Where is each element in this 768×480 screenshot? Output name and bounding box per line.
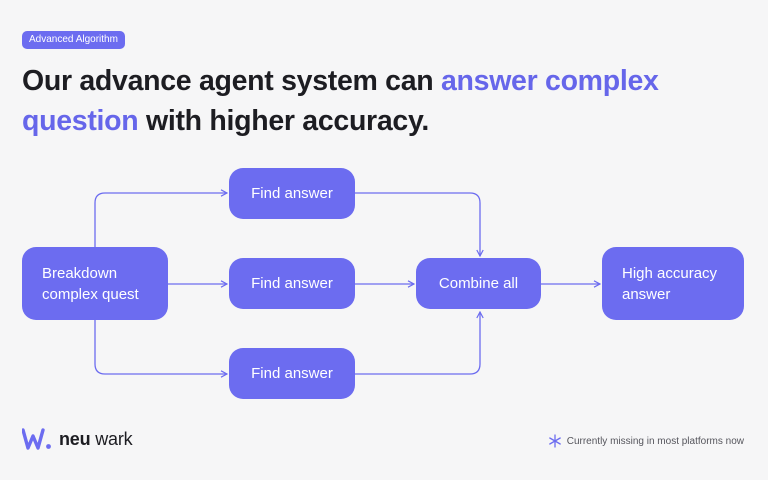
connector-find-bottom-to-combine	[355, 312, 480, 375]
connector-breakdown-to-find-top	[94, 193, 227, 247]
page-headline: Our advance agent system can answer comp…	[22, 61, 742, 141]
headline-highlight-1: answer complex	[440, 65, 659, 97]
headline-text-2: with higher accuracy.	[138, 105, 429, 137]
node-find-answer-middle-label: Find answer	[251, 275, 333, 292]
node-find-answer-bottom: Find answer	[229, 348, 355, 399]
asterisk-icon	[548, 434, 561, 448]
neuwark-logo-icon	[22, 428, 51, 450]
node-combine-all: Combine all	[416, 258, 541, 309]
footer-note: Currently missing in most platforms now	[548, 434, 744, 448]
headline-highlight-2: question	[22, 105, 139, 137]
node-find-answer-top: Find answer	[229, 168, 355, 219]
node-high-accuracy-answer: High accuracy answer	[602, 247, 744, 320]
brand-name: neu wark	[59, 428, 133, 450]
connector-breakdown-to-find-bottom	[94, 320, 227, 374]
node-breakdown-line-1: Breakdown	[42, 264, 118, 282]
node-combine-all-label: Combine all	[438, 275, 519, 292]
node-result-line-2: answer	[622, 285, 671, 303]
node-breakdown-line-2: complex quest	[42, 285, 139, 303]
brand-logo: neu wark	[22, 428, 133, 450]
brand-name-strong: neu	[59, 428, 91, 449]
node-find-answer-bottom-label: Find answer	[251, 365, 333, 382]
node-breakdown: Breakdown complex quest	[22, 247, 168, 320]
category-badge: Advanced Algorithm	[22, 31, 125, 49]
connector-find-top-to-combine	[355, 192, 480, 256]
node-find-answer-top-label: Find answer	[251, 185, 333, 202]
headline-text-1: Our advance agent system can	[22, 65, 441, 97]
brand-name-rest: wark	[90, 428, 133, 449]
node-result-line-1: High accuracy	[622, 264, 718, 282]
footer-note-text: Currently missing in most platforms now	[566, 435, 744, 447]
node-find-answer-middle: Find answer	[229, 258, 355, 309]
